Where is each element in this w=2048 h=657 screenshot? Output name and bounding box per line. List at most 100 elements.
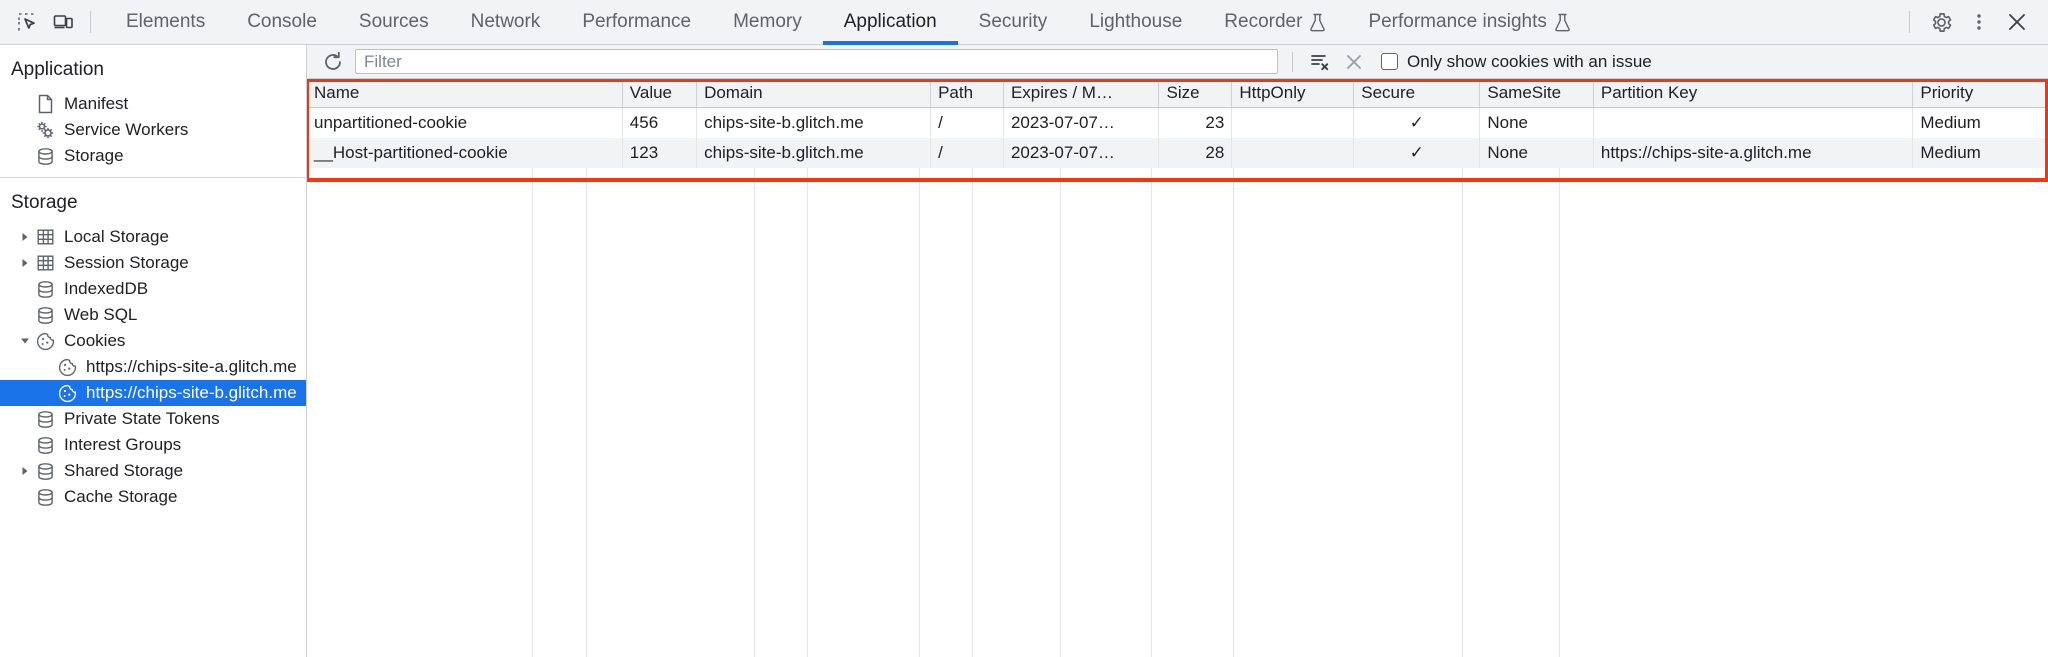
tab-label: Elements	[126, 11, 206, 32]
sidebar-item-label: Private State Tokens	[64, 409, 220, 428]
sidebar-item-shared-storage[interactable]: Shared Storage	[0, 458, 306, 484]
cell-value: 123	[622, 138, 698, 168]
clear-filtered-icon[interactable]	[1341, 50, 1367, 74]
sidebar-item-cookies-chips-site-a[interactable]: https://chips-site-a.glitch.me	[0, 354, 306, 380]
cookies-panel: Filter Only show cookies with an	[307, 45, 2048, 657]
cell-path: /	[930, 107, 1004, 138]
tab-elements[interactable]: Elements	[105, 0, 226, 44]
cookies-table: Name Value Domain Path Expires / M… Size…	[307, 79, 2048, 168]
sidebar-item-cookies[interactable]: Cookies	[0, 328, 306, 354]
sidebar-item-label: https://chips-site-b.glitch.me	[86, 383, 297, 402]
tab-sources[interactable]: Sources	[338, 0, 450, 44]
sidebar-item-label: Local Storage	[64, 227, 169, 246]
tab-label: Sources	[358, 11, 429, 32]
tab-label: Application	[843, 11, 937, 32]
column-header-priority[interactable]: Priority	[1912, 79, 2048, 108]
gear-icon[interactable]	[1924, 5, 1958, 39]
sidebar-item-manifest[interactable]: Manifest	[0, 91, 306, 117]
sidebar-item-interest-groups[interactable]: Interest Groups	[0, 432, 306, 458]
sidebar-item-cookies-chips-site-b[interactable]: https://chips-site-b.glitch.me	[0, 380, 306, 406]
cell-priority: Medium	[1912, 107, 2048, 138]
toolbar-right-controls	[1905, 0, 2048, 44]
tab-security[interactable]: Security	[958, 0, 1069, 44]
tab-performance-insights[interactable]: Performance insights	[1347, 0, 1591, 44]
cell-samesite: None	[1479, 138, 1594, 168]
tab-memory[interactable]: Memory	[712, 0, 823, 44]
database-icon	[33, 147, 57, 166]
cell-samesite: None	[1479, 107, 1594, 138]
table-icon	[33, 254, 57, 272]
filter-divider	[1292, 51, 1293, 72]
chevron-right-icon[interactable]	[17, 258, 33, 268]
only-show-issues-checkbox[interactable]: Only show cookies with an issue	[1381, 52, 1652, 72]
sidebar-item-label: Session Storage	[64, 253, 189, 272]
cell-path: /	[930, 138, 1004, 168]
column-header-samesite[interactable]: SameSite	[1479, 79, 1594, 108]
sidebar-item-indexeddb[interactable]: IndexedDB	[0, 276, 306, 302]
cookies-filter-toolbar: Filter Only show cookies with an	[307, 45, 2048, 79]
cookies-table-area: Name Value Domain Path Expires / M… Size…	[307, 79, 2048, 657]
column-header-partition-key[interactable]: Partition Key	[1593, 79, 1914, 108]
more-vertical-icon[interactable]	[1962, 5, 1996, 39]
column-header-value[interactable]: Value	[622, 79, 698, 108]
column-header-domain[interactable]: Domain	[696, 79, 932, 108]
cell-secure: ✓	[1353, 107, 1481, 138]
tab-recorder[interactable]: Recorder	[1203, 0, 1347, 44]
sidebar-item-private-state-tokens[interactable]: Private State Tokens	[0, 406, 306, 432]
filter-input[interactable]: Filter	[355, 49, 1278, 74]
clear-all-cookies-icon[interactable]	[1307, 50, 1333, 74]
tab-lighthouse[interactable]: Lighthouse	[1068, 0, 1203, 44]
sidebar-item-cache-storage[interactable]: Cache Storage	[0, 484, 306, 510]
inspect-element-icon[interactable]	[10, 5, 44, 39]
sidebar-item-label: https://chips-site-a.glitch.me	[86, 357, 297, 376]
tab-label: Memory	[733, 11, 802, 32]
panel-tabs: Elements Console Sources Network Perform…	[105, 0, 1905, 45]
sidebar-item-label: Manifest	[64, 94, 129, 113]
sidebar-item-session-storage[interactable]: Session Storage	[0, 250, 306, 276]
database-icon	[33, 436, 57, 455]
checkbox-box[interactable]	[1381, 53, 1398, 70]
tab-label: Network	[470, 11, 541, 32]
cell-secure: ✓	[1353, 138, 1481, 168]
tab-console[interactable]: Console	[226, 0, 338, 44]
column-header-expires[interactable]: Expires / M…	[1003, 79, 1160, 108]
table-row[interactable]: unpartitioned-cookie 456 chips-site-b.gl…	[307, 107, 2048, 138]
document-icon	[33, 94, 57, 114]
sidebar-item-storage[interactable]: Storage	[0, 143, 306, 169]
cell-domain: chips-site-b.glitch.me	[696, 107, 932, 138]
chevron-right-icon[interactable]	[17, 232, 33, 242]
tab-performance[interactable]: Performance	[561, 0, 712, 44]
tab-application[interactable]: Application	[822, 0, 958, 45]
cell-partition-key: https://chips-site-a.glitch.me	[1593, 138, 1914, 168]
chevron-down-icon[interactable]	[17, 337, 33, 346]
cookie-icon	[55, 384, 79, 403]
sidebar-item-label: IndexedDB	[64, 279, 149, 298]
column-header-path[interactable]: Path	[930, 79, 1004, 108]
refresh-icon[interactable]	[319, 49, 347, 75]
column-header-name[interactable]: Name	[307, 79, 623, 108]
close-icon[interactable]	[2000, 5, 2034, 39]
sidebar-item-web-sql[interactable]: Web SQL	[0, 302, 306, 328]
sidebar-item-label: Storage	[64, 146, 124, 165]
cell-httponly	[1231, 107, 1355, 138]
tab-network[interactable]: Network	[450, 0, 562, 44]
chevron-right-icon[interactable]	[17, 466, 33, 476]
sidebar-item-service-workers[interactable]: Service Workers	[0, 117, 306, 143]
application-sidebar: Application Manifest	[0, 45, 307, 657]
cell-value: 456	[622, 107, 698, 138]
sidebar-item-label: Interest Groups	[64, 435, 182, 454]
column-header-httponly[interactable]: HttpOnly	[1231, 79, 1355, 108]
column-header-secure[interactable]: Secure	[1353, 79, 1481, 108]
cell-expires: 2023-07-07…	[1003, 138, 1160, 168]
experiment-flask-icon	[1309, 13, 1326, 32]
devtools-main-toolbar: Elements Console Sources Network Perform…	[0, 0, 2048, 45]
sidebar-item-local-storage[interactable]: Local Storage	[0, 224, 306, 250]
column-header-size[interactable]: Size	[1158, 79, 1233, 108]
tab-label: Recorder	[1224, 11, 1303, 32]
gears-icon	[33, 120, 57, 141]
device-toolbar-icon[interactable]	[46, 5, 80, 39]
filter-placeholder: Filter	[364, 51, 402, 71]
table-row[interactable]: __Host-partitioned-cookie 123 chips-site…	[307, 138, 2048, 168]
cell-name: __Host-partitioned-cookie	[307, 138, 623, 168]
